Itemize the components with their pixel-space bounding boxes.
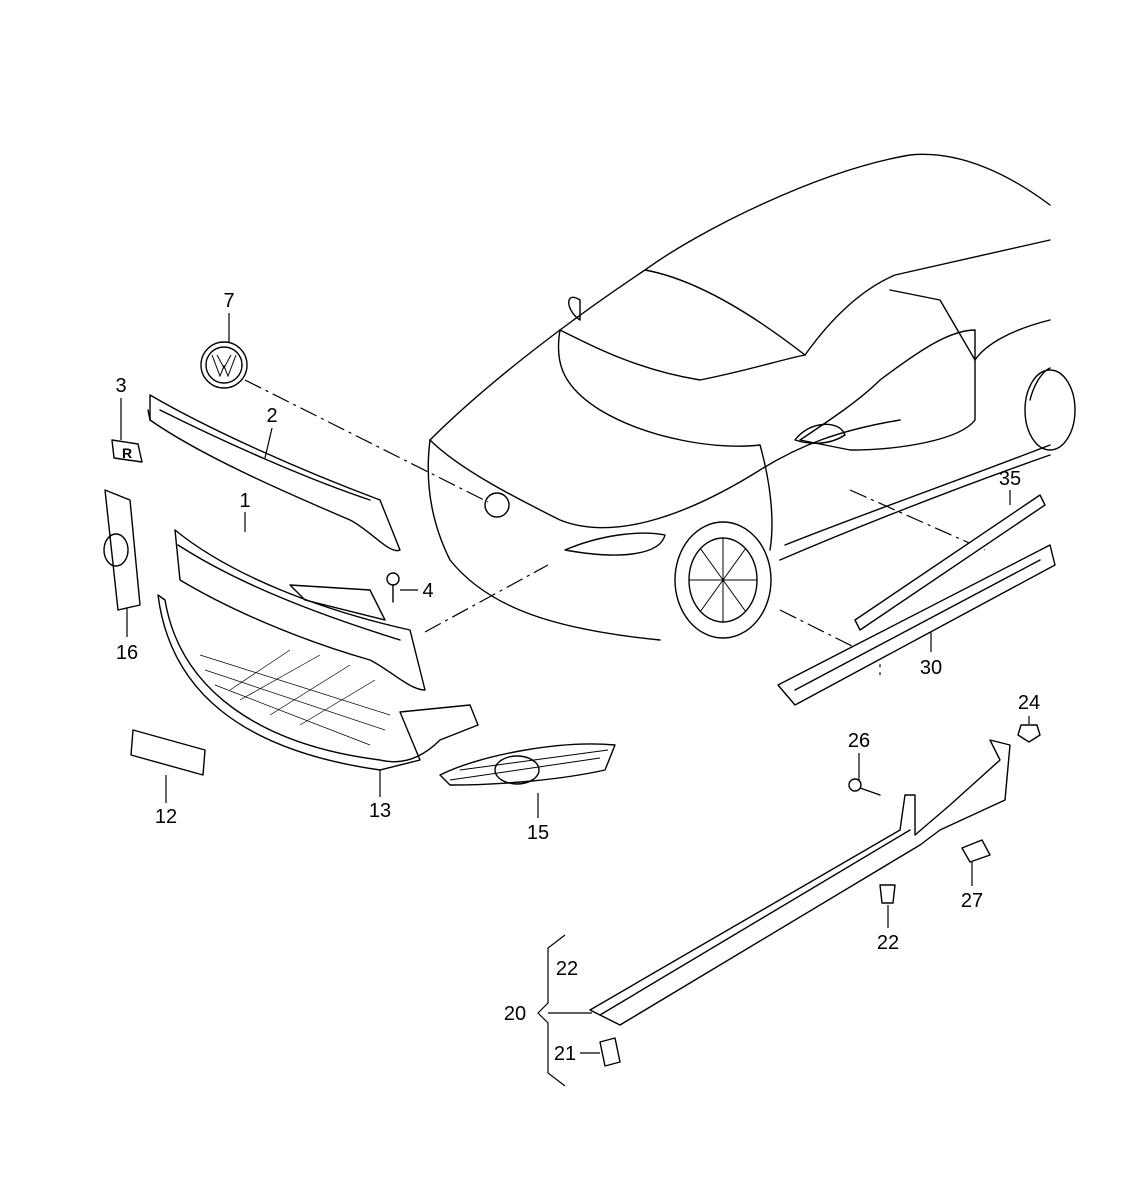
callout-4: 4 xyxy=(422,580,433,602)
part-4-screw xyxy=(386,572,400,603)
callout-30: 30 xyxy=(920,657,942,679)
callout-labels: 7 3 2 1 4 16 12 13 15 35 30 24 26 27 22 … xyxy=(115,290,1040,1065)
part-22-plug xyxy=(879,884,896,904)
callout-13: 13 xyxy=(369,800,391,822)
callout-12: 12 xyxy=(155,806,177,828)
callout-2: 2 xyxy=(266,405,277,427)
part-13-lower-grille xyxy=(157,594,479,771)
callout-leaders xyxy=(120,313,1030,1087)
part-12-plate xyxy=(130,729,206,776)
part-30-strip xyxy=(777,544,1056,706)
part-16-bracket xyxy=(103,489,141,611)
callout-20: 20 xyxy=(504,1003,526,1025)
part-7-emblem xyxy=(200,341,248,389)
callout-26: 26 xyxy=(848,730,870,752)
callout-24: 24 xyxy=(1018,692,1040,714)
vehicle-outline xyxy=(427,153,1076,641)
callout-15: 15 xyxy=(527,822,549,844)
part-27-clip xyxy=(961,839,991,863)
callout-16: 16 xyxy=(116,642,138,664)
part-3-badge: R xyxy=(111,439,143,463)
callout-22-plug: 22 xyxy=(877,932,899,954)
callout-21: 21 xyxy=(554,1043,576,1065)
callout-1: 1 xyxy=(239,490,250,512)
part-1-grille xyxy=(174,529,426,691)
part-35-strip xyxy=(854,494,1046,631)
callout-3: 3 xyxy=(115,375,126,397)
dash-dot-leaders xyxy=(244,379,986,675)
part-26-screw xyxy=(848,778,881,796)
callout-35: 35 xyxy=(999,468,1021,490)
callout-22-group: 22 xyxy=(556,958,578,980)
part-24-nut xyxy=(1017,724,1041,743)
callout-7: 7 xyxy=(223,290,234,312)
svg-text:R: R xyxy=(122,445,132,461)
part-20-side-skirt xyxy=(589,739,1011,1026)
part-15-fog-grille xyxy=(439,743,616,786)
callout-27: 27 xyxy=(961,890,983,912)
part-2-trim xyxy=(147,394,401,552)
part-21-clip xyxy=(599,1037,621,1067)
